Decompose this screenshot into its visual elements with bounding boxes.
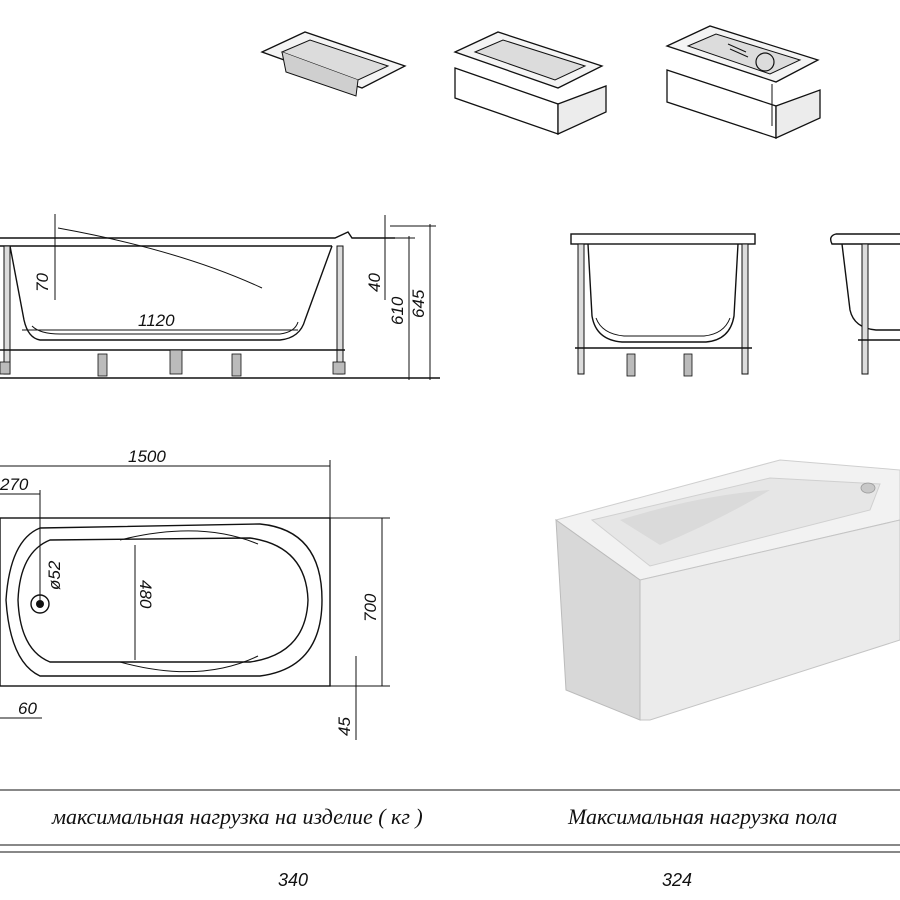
dim-plan-700: 700	[361, 593, 380, 622]
variant-thumbnail-bare	[260, 31, 407, 97]
dim-plan-480: 480	[136, 580, 155, 609]
overflow-icon	[860, 482, 876, 494]
dim-side-645: 645	[409, 289, 428, 318]
jet-icon	[755, 52, 775, 72]
dim-plan-60: 60	[18, 699, 37, 718]
frame-feet	[0, 349, 346, 377]
table-header-floor-load: Максимальная нагрузка пола	[567, 804, 837, 829]
bathtub-3d-render	[554, 459, 900, 721]
variant-thumbnail-hydromassage	[665, 25, 821, 140]
dim-side-40: 40	[365, 273, 384, 292]
load-table: максимальная нагрузка на изделие ( кг ) …	[0, 789, 900, 890]
dim-plan-drain: ø52	[45, 560, 64, 590]
table-header-product-load: максимальная нагрузка на изделие ( кг )	[51, 804, 423, 829]
front-elevation-view	[570, 233, 756, 377]
variant-thumbnail-panel	[453, 31, 607, 136]
table-value-floor-load: 324	[662, 870, 692, 890]
dim-side-70: 70	[33, 273, 52, 292]
dim-plan-45: 45	[335, 717, 354, 736]
table-value-product-load: 340	[278, 870, 308, 890]
end-elevation-view	[829, 233, 900, 375]
dim-side-1120: 1120	[138, 311, 175, 330]
side-elevation-view: 70 1120 40 610 645	[0, 214, 440, 380]
dim-plan-1500: 1500	[128, 447, 166, 466]
dim-plan-270: 270	[0, 475, 29, 494]
plan-view: 1500 270 ø52 480 700 60 45	[0, 447, 390, 740]
dim-side-610: 610	[388, 296, 407, 325]
